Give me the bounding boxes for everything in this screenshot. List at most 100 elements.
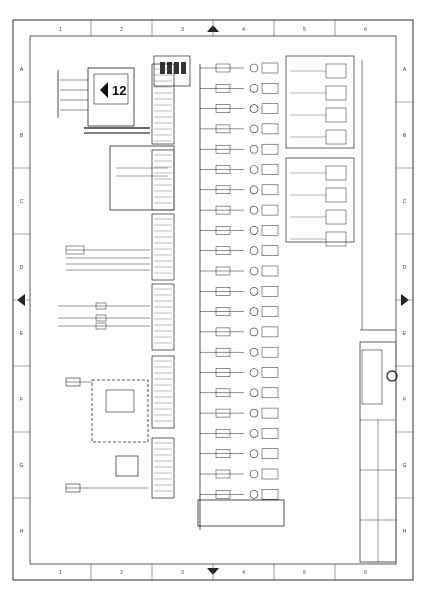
relay-coil [249, 408, 259, 418]
column-ref-bottom: 2 [120, 570, 123, 576]
valve-symbol [261, 103, 279, 114]
valve-symbol [261, 286, 279, 297]
terminal-device [325, 187, 347, 203]
valve-symbol [261, 489, 279, 500]
valve-symbol [261, 225, 279, 236]
relay-coil [249, 205, 259, 215]
column-ref-bottom: 4 [242, 570, 245, 576]
relay-coil [249, 185, 259, 195]
valve-symbol [261, 468, 279, 480]
relay-contact [215, 266, 231, 276]
relay-contact [215, 144, 231, 154]
plc-card [151, 283, 175, 351]
display-value: 12 [112, 83, 126, 98]
row-ref-left: G [20, 463, 24, 469]
relay-contact [215, 307, 231, 316]
relay-contact [215, 368, 231, 377]
display-device: 12 [57, 67, 150, 134]
column-ref-top: 4 [242, 27, 245, 33]
relay-output-rows [200, 62, 279, 500]
relay-coil [249, 327, 259, 337]
dip-switch-block [153, 55, 191, 87]
valve-symbol [261, 265, 279, 277]
input-contact [95, 314, 107, 322]
valve-symbol [261, 123, 279, 135]
column-ref-top: 5 [303, 27, 306, 33]
relay-contact [215, 124, 231, 134]
relay-contact [215, 185, 231, 195]
column-ref-bottom: 6 [364, 570, 367, 576]
relay-contact [215, 205, 231, 215]
valve-symbol [261, 83, 279, 94]
terminal-device [325, 209, 347, 225]
relay-contact [215, 327, 231, 337]
column-ref-bottom: 3 [181, 570, 184, 576]
valve-symbol [261, 143, 279, 155]
bottom-output-box [197, 499, 285, 527]
terminal-device [325, 107, 347, 123]
inner-border [29, 35, 397, 565]
terminal-device [325, 85, 347, 101]
terminal-block [285, 157, 355, 243]
terminal-block [285, 55, 355, 149]
relay-coil [249, 429, 259, 438]
terminal-device [325, 231, 347, 247]
row-ref-right: E [403, 331, 407, 337]
input-contact [95, 322, 107, 330]
row-ref-right: F [403, 397, 406, 403]
plc-card [151, 355, 175, 429]
relay-coil [249, 307, 259, 316]
relay-contact [215, 408, 231, 418]
input-contact [95, 302, 107, 310]
row-ref-right: G [403, 463, 407, 469]
relay-coil [249, 469, 259, 479]
title-block [359, 329, 398, 563]
row-ref-right: B [403, 133, 407, 139]
row-ref-right: A [403, 67, 407, 73]
valve-symbol [261, 346, 279, 358]
row-ref-right: D [403, 265, 407, 271]
relay-coil [249, 84, 259, 93]
valve-symbol [261, 407, 279, 419]
relay-coil [249, 104, 259, 113]
display-arrow-icon [100, 82, 108, 98]
terminal-device [325, 63, 347, 79]
valve-symbol [261, 306, 279, 317]
relay-contact [215, 84, 231, 93]
column-ref-bottom: 1 [59, 570, 62, 576]
relay-coil [249, 286, 259, 296]
row-ref-right: C [403, 199, 407, 205]
relay-contact [215, 165, 231, 174]
relay-coil [249, 489, 259, 499]
valve-symbol [261, 428, 279, 439]
relay-contact [215, 388, 231, 398]
plc-card [151, 63, 175, 145]
row-ref-left: B [20, 133, 24, 139]
left-input-wiring [58, 245, 150, 330]
relay-coil [249, 246, 259, 255]
row-ref-left: H [20, 529, 24, 535]
relay-contact [215, 104, 231, 113]
valve-symbol [261, 204, 279, 216]
relay-coil [249, 449, 259, 459]
row-ref-left: F [20, 397, 23, 403]
valve-symbol [261, 184, 279, 196]
power-supply-block [65, 455, 148, 493]
valve-symbol [261, 326, 279, 338]
valve-symbol [261, 387, 279, 399]
right-terminal-blocks [285, 55, 363, 330]
relay-coil [249, 266, 259, 276]
relay-contact [215, 63, 231, 73]
plc-card [151, 149, 175, 211]
relay-contact [215, 429, 231, 438]
relay-coil [249, 165, 259, 174]
relay-coil [249, 144, 259, 154]
relay-contact [215, 287, 231, 296]
valve-symbol [261, 62, 279, 74]
plc-card [151, 437, 175, 499]
relay-contact [215, 490, 231, 499]
row-ref-left: E [20, 331, 24, 337]
input-terminal [65, 245, 85, 255]
column-ref-top: 3 [181, 27, 184, 33]
